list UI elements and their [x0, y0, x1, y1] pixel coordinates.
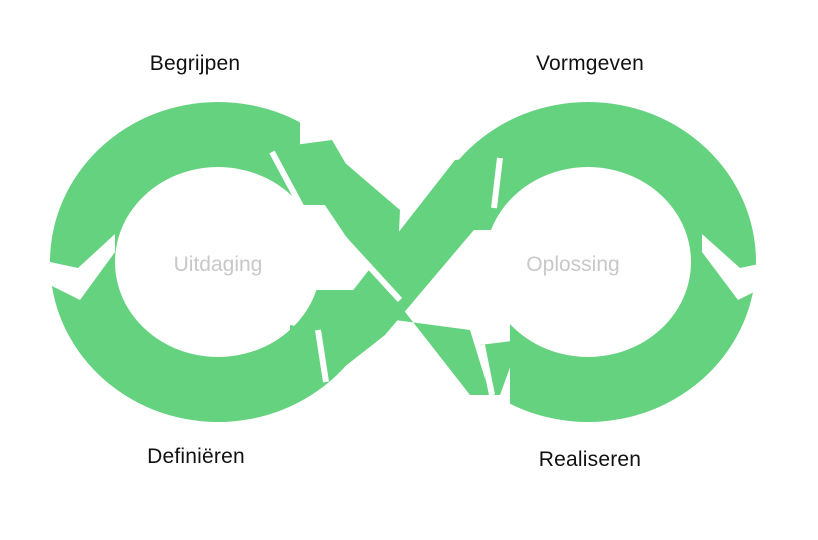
phase-label-realiseren: Realiseren — [538, 448, 642, 471]
right-chevron-notch — [702, 234, 768, 300]
seam-line — [491, 157, 503, 209]
phase-label-vormgeven: Vormgeven — [535, 52, 645, 75]
seam-line — [315, 329, 329, 383]
arrow-head-vormgeven — [455, 155, 505, 208]
left-chevron-notch — [50, 234, 115, 300]
arrow-head-definieren — [290, 325, 325, 382]
seam-line — [269, 150, 305, 210]
seam-line — [479, 344, 495, 396]
arrow-head-begrijpen — [272, 140, 370, 205]
rising-arrow — [322, 160, 500, 382]
phase-label-definieren: Definiëren — [147, 445, 245, 468]
center-label-uitdaging: Uitdaging — [173, 253, 263, 276]
crossover-seam — [342, 237, 403, 303]
center-label-oplossing: Oplossing — [526, 253, 620, 276]
phase-label-begrijpen: Begrijpen — [149, 52, 241, 75]
